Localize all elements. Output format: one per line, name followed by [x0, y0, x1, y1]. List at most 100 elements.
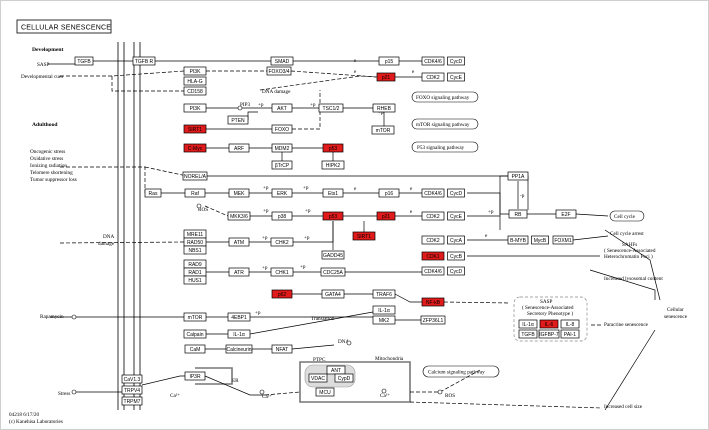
gene-cycdb[interactable]: CycD [447, 188, 465, 198]
outcome-cell-cycle[interactable]: Cell cycle [609, 210, 645, 222]
gene-il8[interactable]: IL-8 [560, 319, 580, 329]
gene-cycdc[interactable]: CycD [447, 266, 465, 276]
gene-mtor2[interactable]: mTOR [183, 312, 207, 322]
gene-box[interactable] [228, 237, 250, 247]
gene-atm[interactable]: ATM [228, 237, 250, 247]
gene-box[interactable] [372, 103, 396, 113]
gene-box[interactable] [227, 115, 249, 125]
gene-box[interactable] [421, 297, 445, 307]
gene-atr[interactable]: ATR [228, 267, 250, 277]
gene-rad1[interactable]: RAD1 [183, 267, 207, 277]
gene-cycea[interactable]: CycE [447, 72, 465, 82]
gene-box[interactable] [376, 211, 396, 221]
gene-box[interactable] [271, 211, 293, 221]
gene-rheb[interactable]: RHEB [372, 103, 396, 113]
gene-cdc25a[interactable]: CDC25A [320, 267, 346, 277]
gene-p62[interactable]: p62 [271, 289, 293, 299]
gene-box[interactable] [320, 267, 346, 277]
gene-traf6[interactable]: TRAF6 [372, 289, 396, 299]
gene-box[interactable] [183, 329, 207, 339]
gene-box[interactable] [184, 371, 206, 381]
gene-box[interactable] [121, 396, 143, 406]
gene-box[interactable] [421, 235, 445, 245]
gene-box[interactable] [271, 124, 293, 134]
gene-rb[interactable]: RB [508, 209, 528, 219]
gene-mdm2[interactable]: MDM2 [271, 143, 293, 153]
gene-box[interactable] [266, 66, 292, 76]
gene-4ebp1[interactable]: 4EBP1 [227, 312, 251, 322]
gene-box[interactable] [132, 56, 156, 66]
gene-calpain[interactable]: Calpain [183, 329, 207, 339]
gene-box[interactable] [183, 312, 207, 322]
gene-box[interactable] [228, 143, 250, 153]
gene-box[interactable] [376, 72, 396, 82]
gene-box[interactable] [315, 387, 335, 397]
gene-cdk46c[interactable]: CDK4/6 [421, 266, 445, 276]
gene-box[interactable] [270, 267, 294, 277]
gene-mtor1[interactable]: mTOR [371, 125, 395, 135]
gene-calcineurin[interactable]: Calcineurin [225, 344, 253, 354]
gene-nbs1[interactable]: NBS1 [183, 245, 207, 255]
gene-btrcp[interactable]: βTrCP [271, 160, 293, 170]
gene-sirt1[interactable]: SIRT1 [183, 124, 207, 134]
gene-cycda[interactable]: CycD [447, 56, 465, 66]
gene-box[interactable] [322, 188, 344, 198]
gene-cypd[interactable]: CypD [334, 373, 354, 383]
gene-box[interactable] [531, 235, 549, 245]
gene-box[interactable] [227, 211, 251, 221]
gene-bmyb[interactable]: B-MYB [507, 235, 529, 245]
gene-nfat[interactable]: NFAT [271, 344, 293, 354]
gene-box[interactable] [538, 329, 560, 339]
gene-box[interactable] [322, 211, 344, 221]
gene-tgfbr[interactable]: TGFB R [132, 56, 156, 66]
gene-box[interactable] [371, 125, 395, 135]
gene-box[interactable] [74, 56, 94, 66]
gene-noxa[interactable]: NOREL/A [182, 171, 208, 181]
gene-cdk2b[interactable]: CDK2 [421, 211, 445, 221]
gene-smad[interactable]: SMAD [270, 56, 294, 66]
gene-cyca[interactable]: CycA [447, 235, 465, 245]
gene-sirt1b[interactable]: SIRT1 [352, 231, 376, 241]
gene-mkk36[interactable]: MKK3/6 [227, 211, 251, 221]
gene-cdk2c[interactable]: CDK2 [421, 235, 445, 245]
gene-nfkb[interactable]: NF-kB [421, 297, 445, 307]
gene-cam[interactable]: CaM [184, 344, 206, 354]
gene-cycb[interactable]: CycB [447, 251, 465, 261]
gene-box[interactable] [421, 72, 445, 82]
gene-box[interactable] [447, 235, 465, 245]
gene-box[interactable] [270, 237, 294, 247]
gene-ras[interactable]: Ras [144, 188, 162, 198]
gene-box[interactable] [183, 143, 207, 153]
gene-e2f[interactable]: E2F [555, 209, 577, 219]
gene-box[interactable] [183, 76, 207, 86]
gene-cdk2a[interactable]: CDK2 [421, 72, 445, 82]
gene-box[interactable] [228, 267, 250, 277]
gene-box[interactable] [183, 66, 207, 76]
gene-cdk46b[interactable]: CDK4/6 [421, 188, 445, 198]
gene-il1a3[interactable]: IL-1α [518, 319, 538, 329]
gene-chk1[interactable]: CHK1 [270, 267, 294, 277]
gene-box[interactable] [184, 188, 206, 198]
gene-box[interactable] [318, 103, 344, 113]
gene-box[interactable] [421, 56, 445, 66]
gene-tgfb2[interactable]: TGFB [518, 329, 538, 339]
gene-box[interactable] [270, 56, 294, 66]
gene-il1a1[interactable]: IL-1α [372, 305, 396, 315]
gene-box[interactable] [271, 103, 293, 113]
gene-box[interactable] [378, 188, 400, 198]
gene-foxm1[interactable]: FOXM1 [552, 235, 574, 245]
gene-box[interactable] [271, 160, 293, 170]
gene-box[interactable] [420, 315, 446, 325]
gene-box[interactable] [271, 143, 293, 153]
gene-tgfb[interactable]: TGFB [74, 56, 94, 66]
pathway-ref-mtor[interactable]: mTOR signaling pathway [411, 118, 479, 130]
gene-igfbp[interactable]: IGFBP-7 [538, 329, 560, 339]
gene-box[interactable] [555, 209, 577, 219]
gene-box[interactable] [560, 319, 580, 329]
gene-arf[interactable]: ARF [228, 143, 250, 153]
gene-box[interactable] [308, 373, 328, 383]
gene-foxo[interactable]: FOXO [271, 124, 293, 134]
gene-box[interactable] [447, 188, 465, 198]
gene-box[interactable] [321, 160, 345, 170]
gene-p38[interactable]: p38 [271, 211, 293, 221]
